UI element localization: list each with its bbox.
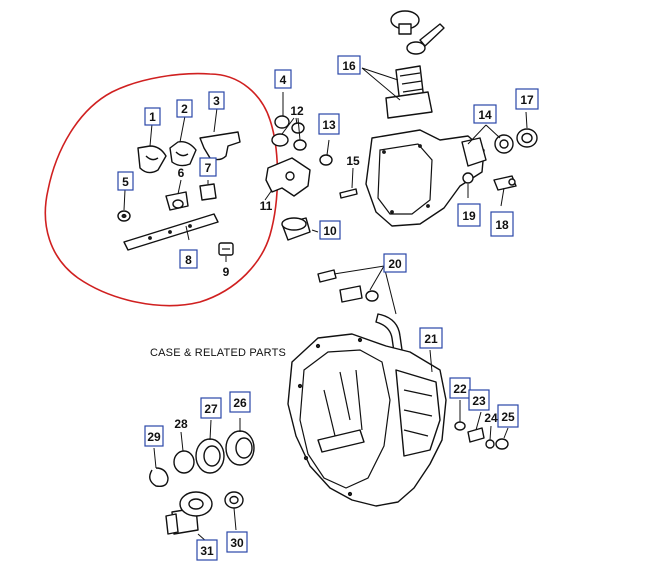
snap-ring-29 xyxy=(149,467,169,488)
bushing-14b xyxy=(494,134,514,154)
callout-10: 10 xyxy=(323,224,337,238)
shift-head-6 xyxy=(165,191,189,211)
sleeve-10 xyxy=(281,217,311,241)
retainer-31 xyxy=(165,491,213,535)
seal-17 xyxy=(516,128,538,148)
plug-19 xyxy=(462,172,474,184)
callout-24: 24 xyxy=(484,411,498,425)
plug-13 xyxy=(319,154,333,166)
callout-4: 4 xyxy=(280,73,287,87)
bushing-4 xyxy=(271,115,290,147)
callout-23: 23 xyxy=(472,394,486,408)
callout-25: 25 xyxy=(501,410,515,424)
callout-16: 16 xyxy=(342,59,356,73)
snap-ring-28 xyxy=(173,450,195,474)
callout-12: 12 xyxy=(290,104,304,118)
spring-23 xyxy=(467,427,485,443)
callout-22: 22 xyxy=(453,382,467,396)
shift-fork-2 xyxy=(169,140,197,167)
bearing-26 xyxy=(225,430,255,466)
callout-19: 19 xyxy=(462,209,476,223)
callout-9: 9 xyxy=(223,265,230,279)
seal-30 xyxy=(224,491,244,509)
callout-26: 26 xyxy=(233,396,247,410)
callout-3: 3 xyxy=(213,94,220,108)
transmission-case-21 xyxy=(287,333,447,507)
callout-11: 11 xyxy=(260,199,273,213)
clip-9 xyxy=(218,242,234,256)
section-title: CASE & RELATED PARTS xyxy=(150,347,286,359)
ball-24 xyxy=(485,439,495,449)
callout-14: 14 xyxy=(478,108,492,122)
callout-30: 30 xyxy=(230,536,244,550)
callout-13: 13 xyxy=(322,118,336,132)
callout-7: 7 xyxy=(205,161,212,175)
shift-fork-3 xyxy=(199,131,241,161)
small-pin-5 xyxy=(117,210,131,222)
shift-lever-16 xyxy=(385,10,445,119)
callout-18: 18 xyxy=(495,218,509,232)
pin-15 xyxy=(339,188,358,199)
lever-11 xyxy=(265,157,311,197)
sensor-18 xyxy=(493,175,517,191)
bearing-27 xyxy=(195,438,225,474)
callouts: 1 2 3 4 5 7 8 10 13 16 14 17 18 19 20 21 xyxy=(117,55,539,561)
tube-assembly-20 xyxy=(317,269,403,353)
callout-1: 1 xyxy=(149,110,156,124)
extension-housing-14 xyxy=(365,129,487,227)
callout-17: 17 xyxy=(520,93,534,107)
leader-lines xyxy=(123,67,528,543)
shift-fork-1 xyxy=(137,145,167,174)
red-highlight-circle xyxy=(44,72,279,307)
callout-8: 8 xyxy=(185,253,192,267)
callout-28: 28 xyxy=(174,417,188,431)
washer-22 xyxy=(454,421,466,431)
callout-15: 15 xyxy=(346,154,360,168)
callout-31: 31 xyxy=(200,544,214,558)
callout-27: 27 xyxy=(204,402,218,416)
callout-29: 29 xyxy=(147,430,161,444)
callout-20: 20 xyxy=(388,257,402,271)
shift-rail-8 xyxy=(123,213,219,251)
callout-2: 2 xyxy=(181,102,188,116)
callout-6: 6 xyxy=(178,166,185,180)
plug-25 xyxy=(495,438,509,450)
callout-5: 5 xyxy=(122,175,129,189)
interlock-7 xyxy=(199,183,217,201)
callout-21: 21 xyxy=(424,332,438,346)
